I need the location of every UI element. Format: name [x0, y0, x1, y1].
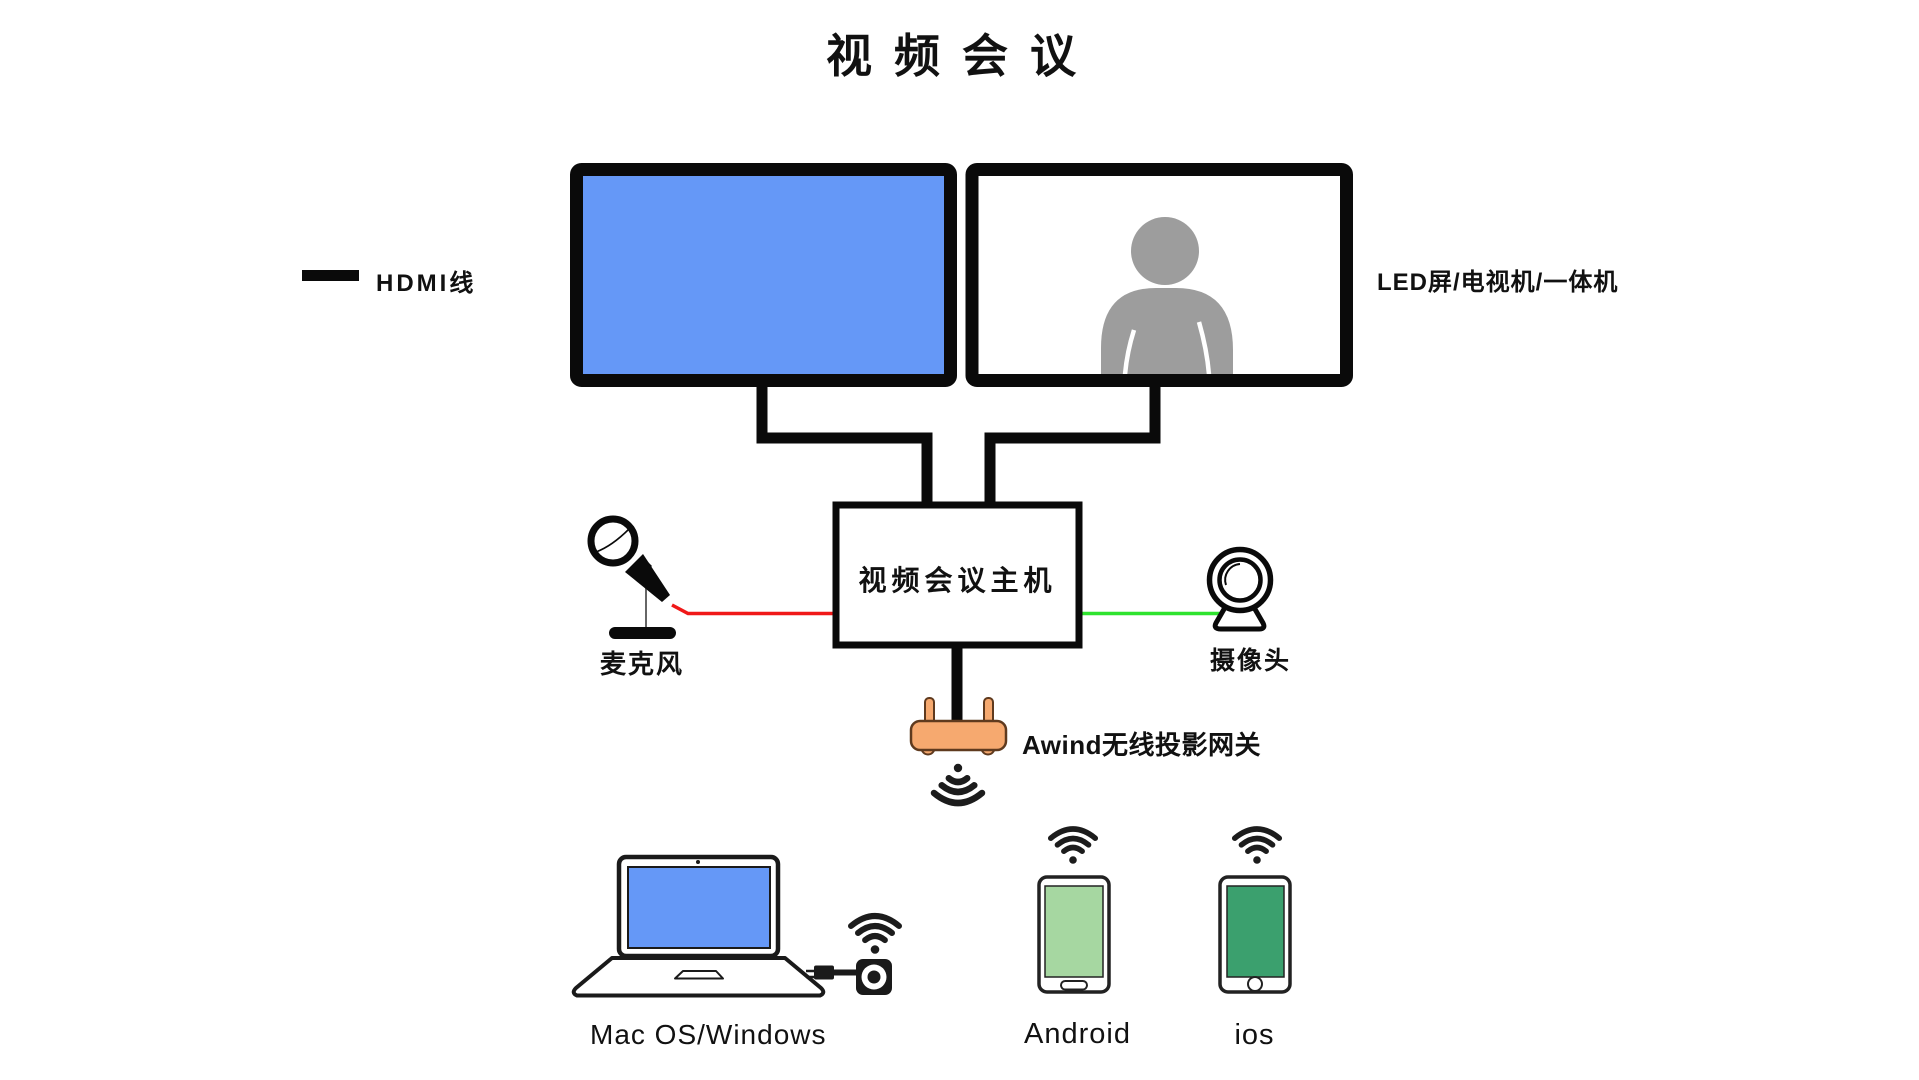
person-torso: [1101, 288, 1233, 374]
hdmi-line-right: [984, 384, 1161, 506]
person-arm-gap-left: [1122, 329, 1137, 374]
dongle-button: [867, 970, 881, 984]
ios-phone-screen: [1226, 885, 1285, 978]
person-silhouette: [1101, 217, 1233, 374]
android-phone-icon: [1037, 826, 1111, 994]
wifi-up-icon: [1231, 826, 1283, 864]
wifi-down-icon: [930, 763, 986, 807]
laptop-label: Mac OS/Windows: [590, 1019, 827, 1050]
laptop-webcam-dot: [696, 860, 700, 864]
mic-switch-tab: [636, 556, 652, 572]
usb-plug: [814, 965, 834, 980]
wireless-gateway-icon: [909, 697, 1008, 756]
hdmi-connector-lines: [756, 384, 1161, 724]
left-monitor: [570, 163, 957, 387]
router-body: [909, 719, 1008, 752]
wifi-dot: [870, 945, 880, 954]
hdmi-legend-label: HDMI线: [376, 270, 477, 297]
host-box: [832, 501, 1083, 649]
hdmi-line-swatch: [302, 270, 359, 281]
wifi-dot: [953, 763, 963, 773]
mic-handle: [625, 554, 670, 602]
hdmi-line-left: [756, 384, 933, 506]
wifi-up-icon: [1047, 826, 1099, 864]
ios-label: ios: [1234, 1019, 1275, 1051]
person-arm-gap-right: [1196, 321, 1212, 374]
android-label: Android: [1024, 1018, 1131, 1050]
display-label: LED屏/电视机/一体机: [1377, 269, 1619, 296]
mic-head: [587, 515, 639, 567]
webcam-icon: [1206, 546, 1274, 632]
ios-home-button: [1247, 976, 1263, 992]
wifi-up-icon: [848, 913, 902, 954]
mic-base: [609, 627, 676, 639]
android-phone-screen: [1044, 885, 1104, 978]
ios-phone-icon: [1218, 826, 1292, 994]
laptop-screen: [627, 866, 771, 949]
microphone-icon: [587, 515, 676, 639]
host-box-label: 视频会议主机: [858, 565, 1057, 596]
camera-label: 摄像头: [1210, 647, 1292, 675]
microphone-label: 麦克风: [600, 649, 685, 679]
wifi-dot: [1069, 856, 1077, 864]
laptop-icon: [571, 854, 892, 998]
gateway-label: Awind无线投影网关: [1022, 730, 1262, 760]
mic-cable-red: [671, 603, 833, 616]
webcam-lens-highlight: [1224, 563, 1241, 586]
android-home-button: [1060, 980, 1088, 991]
laptop-touchpad: [674, 970, 724, 980]
wifi-dot: [1253, 856, 1261, 864]
mic-head-highlight: [595, 528, 630, 553]
page-title: 视频会议: [826, 30, 1098, 82]
person-head: [1131, 217, 1199, 285]
